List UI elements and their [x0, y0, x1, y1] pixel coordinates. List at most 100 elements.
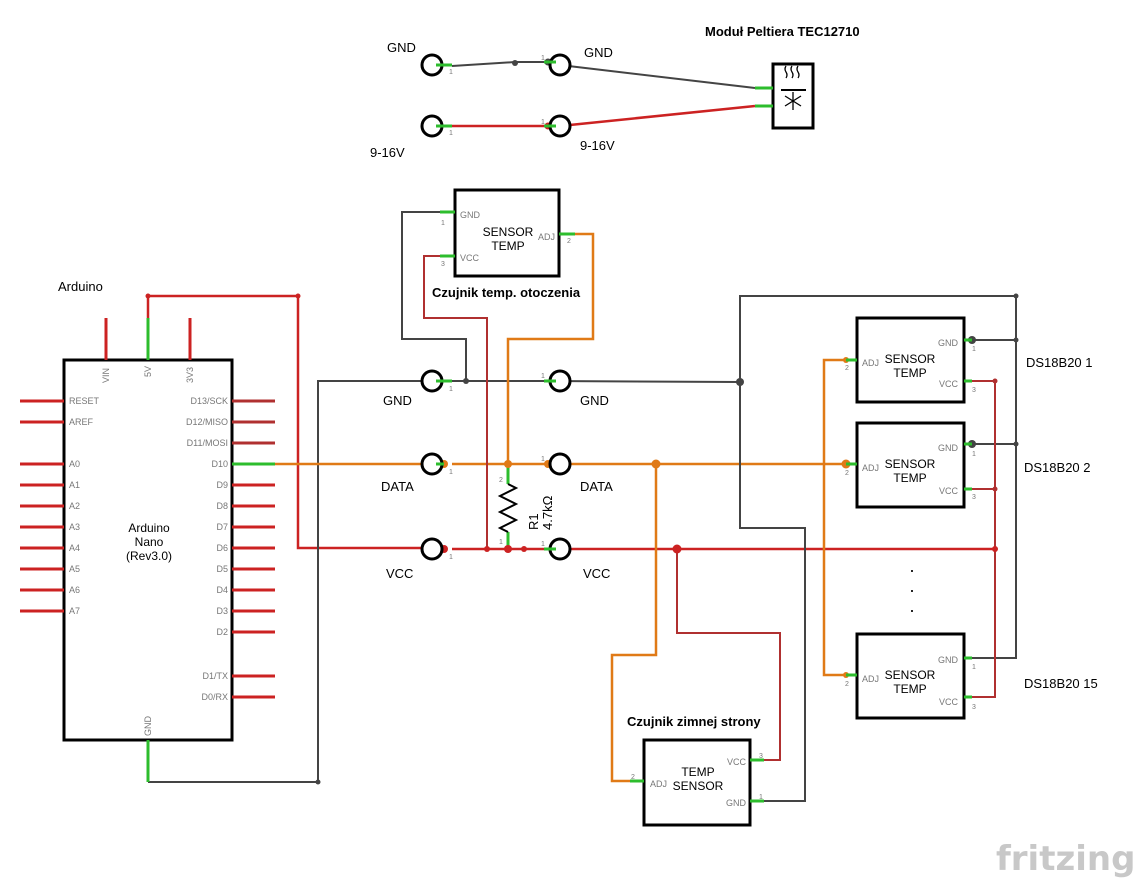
peltier-v-left-label: 9-16V — [370, 145, 405, 160]
right-pins: D13/SCK D12/MISO D11/MOSI D10 D9 D8 D7 D… — [186, 396, 275, 702]
ds-ellipsis: · · · — [909, 560, 915, 620]
ambient-sensor: GND VCC ADJ 1 3 2 SENSOR TEMP Czujnik te… — [432, 188, 581, 300]
ds18b20-sensor-2: ADJ GND VCC 2 1 3 SENSOR TEMP DS18B20 2 — [845, 421, 1091, 509]
data-jack-right — [548, 452, 572, 476]
ds-data-trunk — [822, 358, 846, 677]
junction-dot — [651, 459, 661, 469]
arduino-label: Arduino — [58, 279, 103, 294]
junction-dot — [484, 546, 490, 552]
pin-label: GND — [938, 655, 959, 665]
junction-dot — [1013, 293, 1019, 299]
ds1-line1: SENSOR — [885, 352, 936, 366]
pin-label: A7 — [69, 606, 80, 616]
pin-label: A4 — [69, 543, 80, 553]
bus-connectors: 1 1 GND GND 1 1 DATA DATA 1 1 VCC VCC — [381, 369, 613, 581]
peltier-gnd-wire-to-module — [559, 64, 756, 89]
pin-number: 1 — [972, 664, 976, 671]
junction-dot — [1013, 441, 1019, 447]
cold-sensor-caption: Czujnik zimnej strony — [627, 714, 761, 729]
pin-label: D6 — [216, 543, 228, 553]
resistor-value: 4.7kΩ — [540, 495, 555, 530]
cold-gnd-trunk — [739, 382, 806, 802]
pin-label: GND — [460, 210, 481, 220]
pin-label: D4 — [216, 585, 228, 595]
pin-label: A2 — [69, 501, 80, 511]
ds2-line2: TEMP — [893, 471, 926, 485]
pin-label: GND — [938, 443, 959, 453]
pin-label: GND — [726, 798, 747, 808]
pin-number: 1 — [972, 451, 976, 458]
ds1-line2: TEMP — [893, 366, 926, 380]
ellipsis-dot: · — [909, 580, 915, 600]
junction-dot — [672, 544, 682, 554]
arduino-nano: Arduino VIN 5V 3V3 GND RESET AREF A0 A1 — [20, 279, 275, 782]
pin-number: 1 — [449, 554, 453, 561]
pin-label: AREF — [69, 417, 94, 427]
resistor-zigzag — [497, 483, 519, 533]
peltier-gnd-left-label: GND — [387, 40, 416, 55]
cold-vcc-wire — [676, 549, 781, 761]
gnd-label-right: GND — [580, 393, 609, 408]
pin-number: 1 — [541, 119, 545, 126]
pin-label: D7 — [216, 522, 228, 532]
pin-label-gnd: GND — [143, 716, 153, 737]
pin-label: D2 — [216, 627, 228, 637]
pin-label: RESET — [69, 396, 100, 406]
pin-label: A1 — [69, 480, 80, 490]
peltier-v-wire-to-module — [559, 104, 756, 128]
cold-sensor-line2: SENSOR — [673, 779, 724, 793]
peltier-gnd-right-label: GND — [584, 45, 613, 60]
ds15-label: DS18B20 15 — [1024, 676, 1098, 691]
pin-number: 3 — [972, 704, 976, 711]
pin-number: 1 — [541, 373, 545, 380]
ambient-sensor-line1: SENSOR — [483, 225, 534, 239]
pin-number: 2 — [631, 774, 635, 781]
ds-vcc-trunk — [965, 380, 996, 698]
pin-number: 2 — [845, 470, 849, 477]
peltier-gnd-wire — [451, 61, 548, 67]
pin-number: 1 — [441, 220, 445, 227]
pin-label: ADJ — [862, 463, 879, 473]
data-label-left: DATA — [381, 479, 414, 494]
gnd-bus — [452, 380, 741, 383]
arduino-name-line2: Nano — [135, 535, 164, 549]
peltier-heat-icon — [781, 65, 806, 110]
pin-label: D9 — [216, 480, 228, 490]
ambient-vcc-wire — [423, 255, 488, 549]
pin-label: A5 — [69, 564, 80, 574]
pin-number: 2 — [499, 477, 503, 484]
cold-side-sensor: Czujnik zimnej strony ADJ VCC GND 2 3 1 … — [627, 714, 764, 827]
resistor-r1: 2 1 R1 4.7kΩ — [497, 477, 555, 546]
pin-number: 3 — [759, 753, 763, 760]
junction-dot — [521, 546, 527, 552]
ds2-label: DS18B20 2 — [1024, 460, 1091, 475]
ds2-body — [855, 421, 966, 509]
junction-dot — [504, 460, 512, 468]
ds18b20-sensor-15: ADJ GND VCC 2 1 3 SENSOR TEMP DS18B20 15 — [845, 632, 1098, 720]
pin-number: 3 — [972, 387, 976, 394]
ellipsis-dot: · — [909, 600, 915, 620]
pin-label: A0 — [69, 459, 80, 469]
pin-label: VCC — [939, 697, 959, 707]
pin-number: 1 — [541, 541, 545, 548]
pin-number: 1 — [449, 386, 453, 393]
ellipsis-dot: · — [909, 560, 915, 580]
arduino-name-line1: Arduino — [128, 521, 170, 535]
pin-number: 1 — [499, 539, 503, 546]
pin-number: 2 — [845, 681, 849, 688]
pin-label: D5 — [216, 564, 228, 574]
junction-dot — [992, 546, 998, 552]
vcc-jack-left — [420, 537, 444, 561]
pin-number: 1 — [972, 346, 976, 353]
arduino-name-line3: (Rev3.0) — [126, 549, 172, 563]
gnd-label-left: GND — [383, 393, 412, 408]
junction-dot — [295, 293, 301, 299]
pin-label: VCC — [939, 379, 959, 389]
pin-number: 1 — [449, 469, 453, 476]
cold-data-wire — [610, 464, 658, 783]
ambient-adj-wire — [506, 232, 595, 464]
pin-number: 1 — [541, 55, 545, 62]
pin-label: VCC — [460, 253, 480, 263]
ds18b20-sensor-1: ADJ GND VCC 2 1 3 SENSOR TEMP DS18B20 1 — [845, 316, 1093, 404]
